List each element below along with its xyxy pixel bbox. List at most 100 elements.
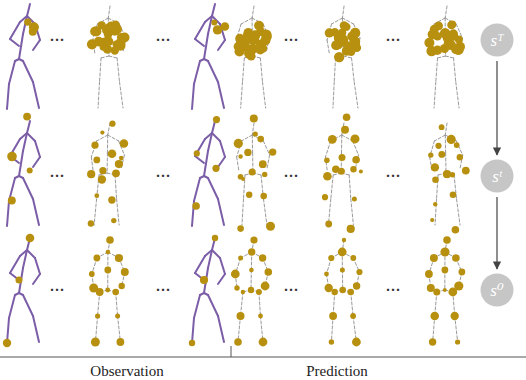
bone	[94, 199, 96, 225]
joint-dot	[98, 175, 106, 183]
joint-dot	[7, 152, 17, 162]
circle-fill	[481, 24, 514, 57]
observed-skeleton	[7, 4, 40, 109]
joint-dot	[447, 21, 455, 29]
bone	[237, 157, 239, 171]
joint-dot	[8, 197, 16, 205]
step-arrow	[496, 61, 497, 155]
joint-dot	[457, 154, 463, 160]
bone	[351, 199, 354, 225]
bone	[33, 82, 39, 108]
time-axis	[0, 357, 526, 358]
bone	[27, 4, 30, 16]
bone	[195, 256, 205, 273]
bone	[456, 82, 459, 108]
joint-dot	[433, 46, 442, 55]
predicted-skeleton	[231, 236, 272, 346]
joint-dot	[254, 21, 264, 31]
observed-skeleton	[192, 4, 229, 109]
bone	[454, 58, 456, 82]
joint-dot	[352, 338, 361, 347]
joint-dot	[87, 170, 95, 178]
bone	[23, 295, 33, 316]
joint-dot	[325, 28, 334, 37]
bone	[10, 39, 19, 46]
ellipsis: ···	[283, 33, 298, 48]
joint-dot	[438, 151, 445, 158]
bone	[212, 121, 215, 133]
joint-dot	[249, 268, 254, 273]
joint-dot	[192, 202, 200, 210]
joint-dot	[322, 194, 328, 200]
joint-dot	[244, 28, 253, 37]
joint-dot	[259, 338, 268, 347]
joint-dot	[248, 287, 254, 293]
bone	[9, 295, 15, 318]
bone	[205, 16, 212, 22]
joint-dot	[104, 25, 114, 35]
joint-dot	[341, 126, 349, 134]
joint-dot	[189, 340, 195, 346]
joint-dot	[265, 268, 273, 276]
joint-dot	[452, 254, 460, 262]
joint-dot	[339, 154, 346, 161]
ellipsis: ···	[49, 169, 64, 184]
bone	[457, 199, 461, 225]
joint-dot	[26, 234, 35, 243]
joint-dot	[234, 285, 239, 290]
joint-dot	[430, 312, 439, 321]
joint-dot	[443, 288, 447, 292]
joint-dot	[27, 168, 33, 174]
joint-dot	[241, 290, 245, 294]
joint-dot	[429, 338, 436, 345]
joint-dot	[447, 135, 456, 144]
state-circle: sᵀ	[480, 23, 514, 57]
joint-dot	[115, 314, 120, 319]
joint-dot	[108, 196, 115, 203]
joint-dot	[443, 236, 451, 244]
joint-dot	[454, 142, 460, 148]
joint-dot	[238, 256, 243, 261]
joint-dot	[430, 218, 434, 222]
bone	[220, 258, 225, 274]
ellipsis: ···	[155, 169, 170, 184]
joint-dot	[103, 36, 112, 45]
bone	[20, 133, 27, 139]
joint-dot	[459, 269, 466, 276]
joint-dot	[234, 338, 242, 346]
joint-dot	[235, 34, 244, 43]
joint-dot	[340, 268, 345, 273]
joint-dot	[328, 135, 337, 144]
joint-dot	[340, 21, 349, 30]
bone	[23, 61, 33, 82]
joint-dot	[221, 22, 230, 31]
joint-dot	[212, 165, 219, 172]
bone	[267, 155, 270, 169]
joint-dot	[433, 289, 440, 296]
joint-dot	[269, 148, 276, 155]
bone	[101, 56, 109, 58]
skeleton-group	[3, 4, 470, 347]
bone	[115, 175, 117, 199]
joint-dot	[248, 248, 255, 255]
joint-dot	[95, 313, 100, 318]
joint-dot	[16, 277, 23, 284]
joint-dot	[452, 226, 460, 234]
joint-dot	[212, 235, 218, 241]
bone	[91, 157, 93, 171]
bone	[205, 250, 212, 256]
joint-dot	[433, 202, 437, 206]
bone	[341, 135, 342, 153]
bone	[218, 274, 225, 284]
bone	[218, 82, 224, 108]
bone	[194, 61, 200, 84]
bone	[218, 157, 225, 167]
bone	[445, 153, 446, 173]
bone	[262, 82, 265, 108]
joint-dot	[325, 221, 332, 228]
predicted-skeleton	[87, 6, 130, 108]
joint-dot	[260, 193, 267, 200]
joint-dot	[435, 143, 441, 149]
joint-dot	[234, 42, 243, 51]
